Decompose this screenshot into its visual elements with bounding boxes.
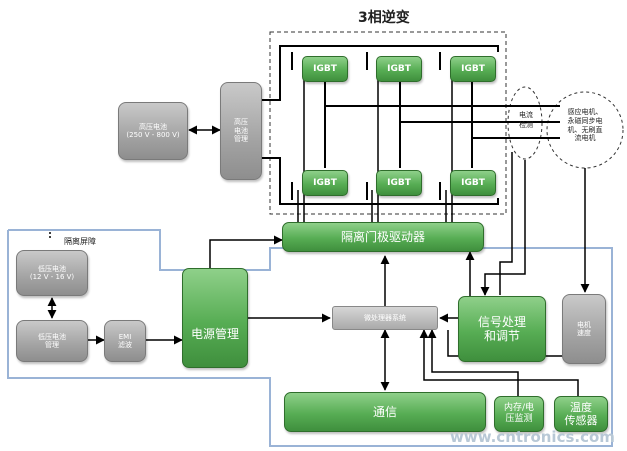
rail-high bbox=[291, 52, 441, 70]
current-sense-line-2 bbox=[499, 152, 513, 295]
temperature-sensor-block: 温度 传感器 bbox=[554, 396, 608, 432]
igbt-bottom-1: IGBT bbox=[302, 170, 348, 196]
dc-bus-bottom bbox=[262, 157, 499, 205]
isolated-gate-driver-block: 隔离门极驱动器 bbox=[282, 222, 484, 252]
dc-bus-top bbox=[262, 45, 499, 101]
mem-to-mcu-line bbox=[427, 329, 519, 396]
motor-speed-block: 电机 速度 bbox=[562, 294, 606, 364]
communication-block: 通信 bbox=[284, 392, 486, 432]
isolation-barrier-label: 隔离屏障 bbox=[64, 237, 96, 246]
isolation-barrier-line bbox=[7, 229, 613, 447]
hv-battery-mgmt-block: 高压 电池 管理 bbox=[220, 82, 262, 180]
mcu-block: 微处理器系统 bbox=[332, 306, 438, 330]
igbt-bottom-3: IGBT bbox=[450, 170, 496, 196]
igbt-bottom-2: IGBT bbox=[376, 170, 422, 196]
signal-processing-block: 信号处理 和调节 bbox=[458, 296, 546, 362]
watermark-text: www.cntronics.com bbox=[450, 428, 615, 446]
inverter-frame bbox=[269, 31, 507, 215]
power-to-driver-line bbox=[209, 235, 283, 268]
motor-label: 感应电机、 永磁同步电 机、无刷直 流电机 bbox=[567, 108, 603, 143]
current-sense-line bbox=[480, 160, 526, 296]
lv-battery-block: 低压电池 (12 V - 16 V) bbox=[16, 250, 88, 296]
memory-voltage-monitor-block: 内存/电 压监测 bbox=[494, 396, 544, 432]
power-mgmt-label: 电源管理 bbox=[190, 326, 239, 341]
current-detect-label: 电流 检测 bbox=[519, 111, 533, 129]
hv-battery-block: 高压电池 (250 V - 800 V) bbox=[118, 102, 188, 160]
igbt-top-3: IGBT bbox=[450, 56, 496, 82]
igbt-top-2: IGBT bbox=[376, 56, 422, 82]
diagram-title: 3相逆变 bbox=[358, 10, 410, 26]
emi-filter-block: EMI 滤波 bbox=[104, 320, 146, 362]
igbt-top-1: IGBT bbox=[302, 56, 348, 82]
temp-to-mcu-line bbox=[419, 329, 579, 396]
rail-low bbox=[291, 182, 441, 200]
lv-battery-mgmt-block: 低压电池 管理 bbox=[16, 320, 88, 362]
motor-circle bbox=[546, 91, 624, 169]
power-mgmt-block: 电源管理 bbox=[182, 268, 248, 368]
